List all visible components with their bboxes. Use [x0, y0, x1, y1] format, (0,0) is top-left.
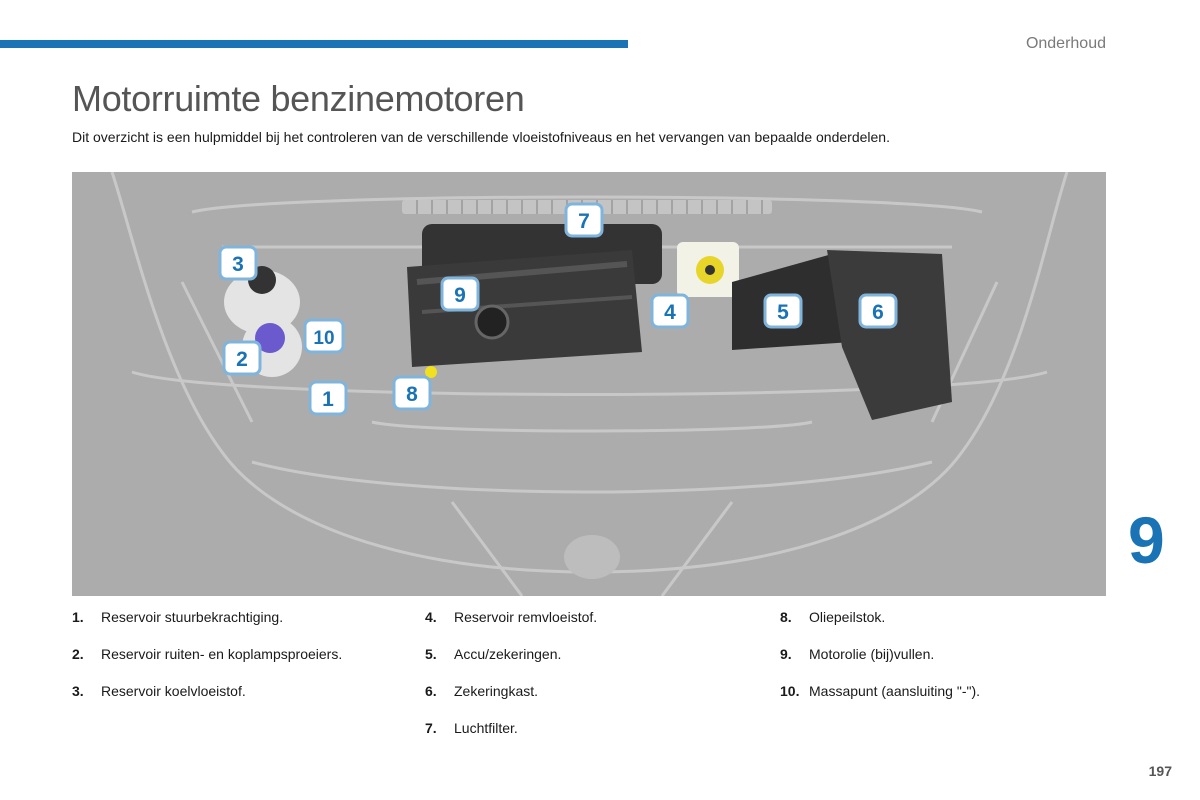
legend-number: 5.: [425, 646, 437, 662]
callout-text-8: 8: [406, 383, 418, 406]
legend-item-4: 4. Reservoir remvloeistof.: [425, 609, 597, 625]
engine-bay-illustration: 1 2 3 4 5 6 7 8: [72, 172, 1106, 596]
callout-text-10: 10: [313, 328, 334, 349]
legend-number: 6.: [425, 683, 437, 699]
callout-label-3: 3: [218, 245, 258, 281]
legend-text: Luchtfilter.: [454, 720, 518, 736]
callout-label-6: 6: [858, 293, 898, 329]
page-title: Motorruimte benzinemotoren: [72, 78, 525, 119]
legend-text: Reservoir stuurbekrachtiging.: [101, 609, 284, 625]
legend-number: 3.: [72, 683, 84, 699]
callout-label-1: 1: [308, 380, 348, 416]
callout-text-1: 1: [322, 388, 334, 411]
legend-item-8: 8. Oliepeilstok.: [780, 609, 885, 625]
callout-text-4: 4: [664, 301, 676, 324]
callout-label-10: 10: [303, 318, 345, 354]
callout-text-3: 3: [232, 253, 244, 276]
section-title: Onderhoud: [1025, 35, 1106, 52]
legend-text: Zekeringkast.: [454, 683, 539, 699]
legend-item-9: 9. Motorolie (bij)vullen.: [780, 646, 934, 662]
legend-number: 9.: [780, 646, 792, 662]
legend-number: 8.: [780, 609, 792, 625]
page-number: 197: [1148, 763, 1172, 779]
legend-number: 4.: [425, 609, 437, 625]
intro-text: Dit overzicht is een hulpmiddel bij het …: [72, 129, 890, 145]
legend-text: Reservoir ruiten- en koplampsproeiers.: [101, 646, 343, 662]
callout-text-9: 9: [454, 284, 466, 307]
engine-bay-drawing: 1 2 3 4 5 6 7 8: [110, 172, 1069, 596]
callout-text-6: 6: [872, 301, 884, 324]
legend-item-1: 1. Reservoir stuurbekrachtiging.: [72, 609, 283, 625]
callout-label-4: 4: [650, 293, 690, 329]
legend-item-2: 2. Reservoir ruiten- en koplampsproeiers.: [72, 646, 342, 662]
legend-number: 7.: [425, 720, 437, 736]
chapter-number: 9: [1128, 503, 1165, 577]
callout-label-7: 7: [564, 202, 604, 238]
callout-label-8: 8: [392, 375, 432, 411]
legend-item-5: 5. Accu/zekeringen.: [425, 646, 561, 662]
legend-text: Oliepeilstok.: [809, 609, 886, 625]
legend-item-3: 3. Reservoir koelvloeistof.: [72, 683, 246, 699]
legend-number: 1.: [72, 609, 84, 625]
legend-text: Accu/zekeringen.: [454, 646, 562, 662]
callout-label-5: 5: [763, 293, 803, 329]
callout-text-2: 2: [236, 348, 248, 371]
legend-number: 2.: [72, 646, 84, 662]
legend-text: Motorolie (bij)vullen.: [809, 646, 935, 662]
legend-text: Reservoir koelvloeistof.: [101, 683, 246, 699]
legend-item-6: 6. Zekeringkast.: [425, 683, 538, 699]
legend-text: Reservoir remvloeistof.: [454, 609, 598, 625]
legend-number: 10.: [780, 683, 800, 699]
legend-item-7: 7. Luchtfilter.: [425, 720, 518, 736]
legend-item-10: 10. Massapunt (aansluiting "-").: [780, 683, 980, 699]
callout-text-7: 7: [578, 210, 590, 233]
callout-text-5: 5: [777, 301, 789, 324]
callout-label-9: 9: [440, 276, 480, 312]
legend-text: Massapunt (aansluiting "-").: [809, 683, 981, 699]
callout-label-2: 2: [222, 340, 262, 376]
header-accent-bar: [0, 40, 628, 48]
